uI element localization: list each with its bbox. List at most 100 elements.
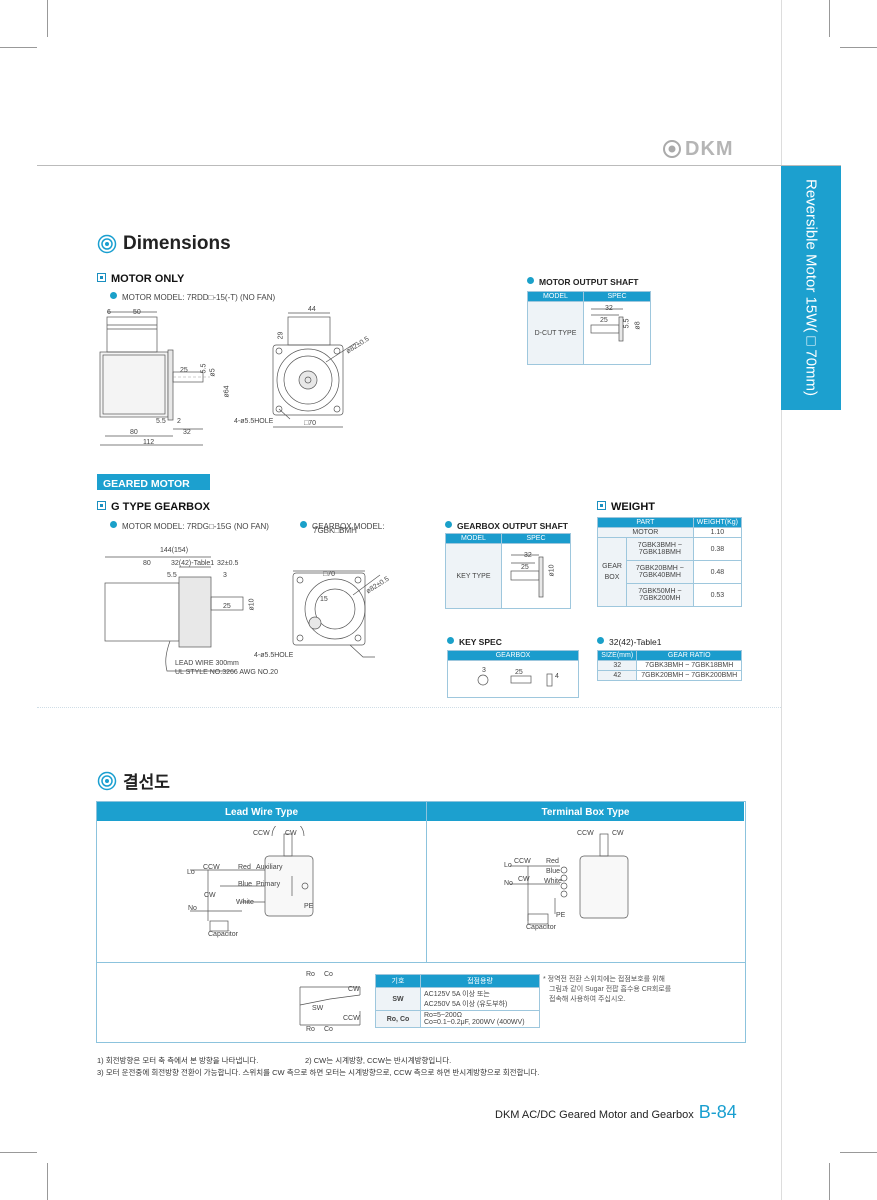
crop-mark — [0, 1152, 37, 1153]
symbol-value: SW — [375, 987, 421, 1011]
dim-label: 2 — [177, 418, 181, 425]
lead-wire-diagram — [190, 826, 314, 932]
col-weight: WEIGHT(Kg) — [692, 517, 743, 528]
dim-label: 4 — [555, 673, 559, 680]
weight-part: 7GBK20BMH ~ 7GBK40BMH — [626, 560, 694, 584]
dim-label: 50 — [133, 309, 141, 316]
dim-label: 25 — [223, 603, 231, 610]
dot-bullet-icon — [300, 521, 307, 529]
lead-wire-label: LEAD WIRE 300mm — [175, 660, 239, 667]
wiring-frame — [96, 801, 746, 1043]
col-part: PART — [597, 517, 694, 528]
white-label: White — [236, 899, 254, 906]
cw-label: CW — [204, 892, 216, 899]
blue-label: Blue — [238, 881, 253, 888]
badge-text: GEARED MOTOR — [103, 478, 190, 490]
page-number: B-84 — [698, 1102, 737, 1122]
ro-label: Ro — [306, 971, 315, 978]
cw-label: CW — [348, 986, 360, 993]
ratio-value: 7GBK3BMH ~ 7GBK18BMH — [636, 660, 742, 671]
dim-label: 32 — [183, 429, 191, 436]
ccw-label: CCW — [577, 830, 594, 837]
lead-wire-header: Lead Wire Type — [97, 802, 426, 821]
section-title: 결선도 — [123, 773, 170, 792]
side-tab-bg — [781, 166, 841, 410]
crop-mark — [47, 1163, 48, 1200]
motor-weight: 1.10 — [692, 527, 743, 538]
motor-label: MOTOR — [597, 527, 694, 538]
table1-heading: 32(42)-Table1 — [597, 632, 661, 650]
heading-text: MOTOR ONLY — [111, 273, 185, 285]
logo-icon — [663, 140, 681, 158]
shaft-drawing-cell — [501, 543, 571, 609]
dim-label: 4-ø5.5HOLE — [254, 652, 294, 659]
dot-bullet-icon — [445, 521, 452, 529]
dim-label: □70 — [323, 571, 336, 578]
shaft-drawing — [590, 308, 624, 342]
geared-motor-model: MOTOR MODEL: 7RDG□-15G (NO FAN) — [110, 516, 269, 534]
heading-text: 32(42)-Table1 — [609, 637, 662, 647]
dim-label: 5.5 — [156, 418, 166, 425]
capacitor-label: Capacitor — [526, 924, 556, 931]
no-label: No — [188, 905, 197, 912]
target-icon — [97, 771, 117, 790]
dim-label: 80 — [130, 429, 138, 436]
terminal-box-diagram — [510, 833, 629, 925]
heading-text: GEARBOX OUTPUT SHAFT — [457, 521, 568, 531]
header-text: Terminal Box Type — [541, 807, 630, 818]
auxiliary-label: Auxiliary — [256, 864, 283, 871]
no-label: No — [504, 880, 513, 887]
dim-label: 6 — [107, 309, 111, 316]
dim-label: ø5 — [209, 368, 217, 377]
key-spec-table: GEARBOX — [447, 650, 579, 698]
wiring-title: 결선도 — [97, 768, 170, 793]
crop-mark — [840, 47, 877, 48]
wiring-row-divider — [96, 962, 745, 963]
row-model: D-CUT TYPE — [527, 301, 584, 365]
cw-label: CW — [518, 876, 530, 883]
red-label: Red — [238, 864, 251, 871]
key-spec-heading: KEY SPEC — [447, 632, 502, 650]
col-spec: SPEC — [501, 533, 571, 544]
gearbox-shaft-heading: GEARBOX OUTPUT SHAFT — [445, 516, 568, 534]
wiring-col-divider — [426, 802, 427, 962]
crop-mark — [829, 0, 830, 37]
dim-label: □70 — [304, 420, 317, 427]
key-drawing-cell — [447, 660, 579, 698]
geared-motor-badge: GEARED MOTOR — [97, 474, 210, 490]
model-label: MOTOR MODEL: 7RDD□-15(-T) (NO FAN) — [122, 293, 276, 302]
dim-label: 144(154) — [160, 547, 189, 554]
dim-label: 32±0.5 — [217, 560, 239, 567]
dim-label: ø10 — [248, 598, 256, 611]
cr-circuit-diagram — [299, 986, 361, 1026]
shaft-drawing — [510, 554, 544, 598]
dim-label: 5.5 — [200, 363, 208, 374]
dim-label: 25 — [515, 669, 523, 676]
dim-label: 25 — [180, 367, 188, 374]
dim-label: ø8 — [634, 321, 642, 330]
motor-only-drawing — [99, 311, 358, 446]
note-line: 그림과 같이 Sugar 전팝 흡수용 CR회로를 — [549, 986, 672, 994]
red-label: Red — [546, 858, 559, 865]
co-label: Co — [324, 1026, 333, 1033]
terminal-box-header: Terminal Box Type — [427, 802, 744, 821]
capacity-value: AC250V 5A 이상 (유도부하) — [424, 1001, 508, 1008]
col-ratio: GEAR RATIO — [636, 650, 742, 661]
lead-wire-spec: UL STYLE NO.3266 AWG NO.20 — [175, 669, 278, 676]
section-divider — [37, 707, 781, 709]
col-gearbox: GEARBOX — [447, 650, 579, 661]
weight-heading: WEIGHT — [597, 497, 655, 515]
pe-label: PE — [304, 903, 314, 910]
heading-text: MOTOR OUTPUT SHAFT — [539, 277, 639, 287]
capacity-value: Ro=5~200Ω — [424, 1012, 462, 1019]
dimensions-title: Dimensions — [97, 233, 231, 255]
logo-text: DKM — [685, 137, 734, 160]
col-capacity: 접점용량 — [420, 974, 540, 988]
dim-label: ø64 — [223, 385, 231, 398]
header-text: Lead Wire Type — [224, 807, 299, 818]
ccw-label: CCW — [514, 858, 531, 865]
cw-label: CW — [285, 830, 297, 837]
dim-label: 80 — [143, 560, 151, 567]
